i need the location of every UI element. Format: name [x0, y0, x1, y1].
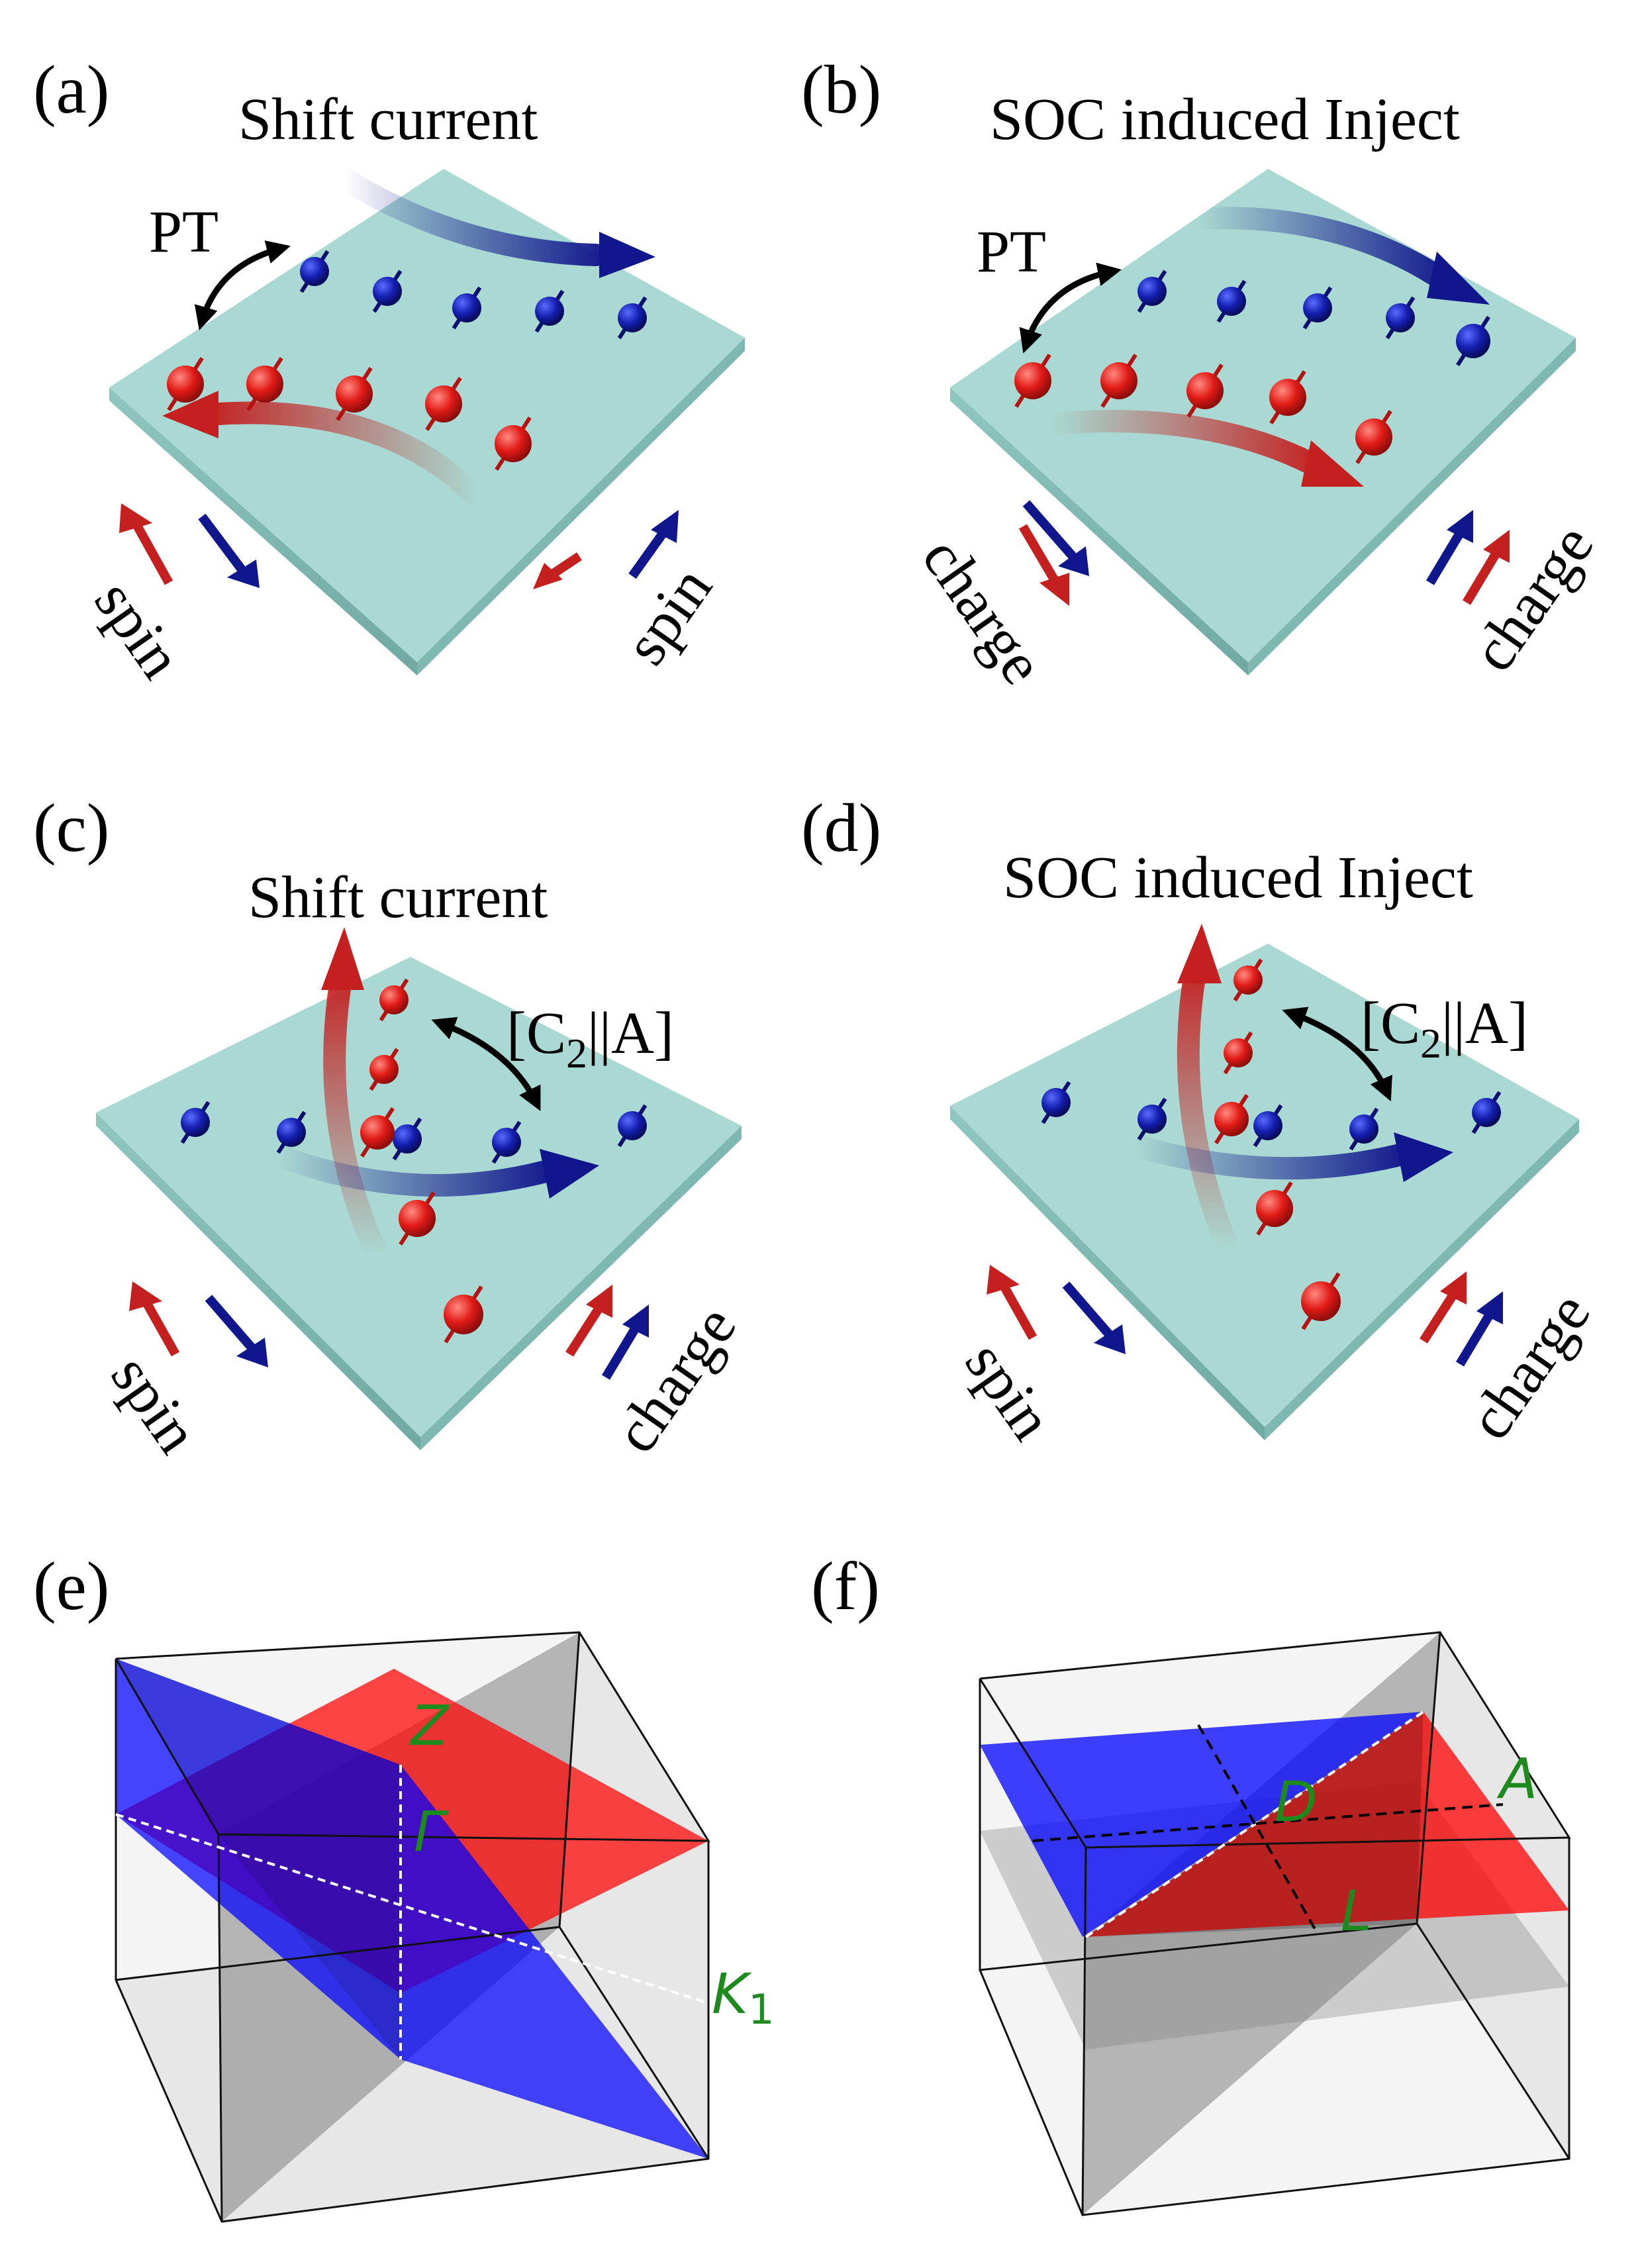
- spin-down-electrons: [1137, 270, 1490, 367]
- panel-d-left-label: spin: [953, 1330, 1067, 1452]
- panel-a-right-label: spin: [611, 554, 725, 676]
- panel-f-label: (f): [811, 1548, 880, 1624]
- panel-b-label: (b): [801, 52, 881, 128]
- spin-up-electrons: [1214, 958, 1341, 1330]
- panel-d-label: (d): [801, 790, 881, 866]
- panel-c-label: (c): [33, 790, 109, 866]
- box-edges: [115, 1631, 710, 2223]
- panel-a-left-label: spin: [82, 568, 196, 690]
- panel-f: (f) D A L: [811, 1548, 1571, 2216]
- point-z: Z: [409, 1693, 450, 1758]
- pt-label: PT: [149, 199, 218, 265]
- blue-arrowhead: [599, 232, 655, 278]
- c2a-label: [C2||A]: [507, 1001, 674, 1077]
- blue-current-arrow: [1187, 207, 1451, 289]
- panel-d-right-label: charge: [1455, 1281, 1603, 1452]
- blue-arrowhead: [1427, 252, 1490, 305]
- c2a-double-arrow: [1282, 1007, 1392, 1102]
- right-current-arrows: [565, 1285, 649, 1380]
- spin-up-electrons: [1014, 354, 1392, 464]
- pt-double-arrow: [1019, 262, 1122, 354]
- box-edges: [979, 1631, 1571, 2216]
- blue-arrowhead: [1394, 1132, 1453, 1182]
- c2a-double-arrow: [431, 1016, 541, 1111]
- panel-a-label: (a): [33, 52, 109, 128]
- red-current-arrow: [323, 969, 389, 1266]
- panel-e-label: (e): [33, 1548, 109, 1624]
- blue-current-arrow: [267, 1144, 554, 1197]
- panel-b-title: SOC induced Inject: [990, 87, 1460, 152]
- left-current-arrows: [119, 503, 260, 588]
- right-current-arrows: [533, 510, 679, 589]
- diagonal-dashed-line: [1085, 1710, 1425, 1938]
- slab: [950, 944, 1579, 1440]
- panel-b-right-label: charge: [1459, 513, 1606, 683]
- point-l: L: [1341, 1879, 1372, 1944]
- left-current-arrows: [1018, 500, 1089, 606]
- panel-c-left-label: spin: [99, 1343, 213, 1465]
- red-arrowhead: [321, 927, 364, 990]
- red-arrowhead: [162, 391, 218, 438]
- horizontal-dashed-line: [1032, 1803, 1504, 1842]
- spin-up-electrons: [360, 978, 483, 1344]
- red-arrowhead: [1177, 924, 1222, 983]
- red-current-arrow: [207, 401, 488, 508]
- panel-e: (e) Z Γ K1: [33, 1548, 775, 2223]
- red-current-arrow: [1177, 962, 1239, 1259]
- slab: [96, 957, 742, 1450]
- pt-double-arrow: [194, 240, 291, 330]
- left-current-arrows: [129, 1281, 268, 1367]
- point-a: A: [1496, 1746, 1537, 1811]
- right-current-arrows: [1425, 510, 1510, 605]
- blue-current-arrow: [1124, 1134, 1408, 1180]
- panel-b: (b) SOC induced Inject PT: [801, 52, 1606, 696]
- vertical-dashed-line: [1197, 1724, 1319, 1934]
- blue-arrowhead: [540, 1149, 599, 1199]
- panel-c-right-label: charge: [601, 1294, 749, 1465]
- panel-c: (c) Shift current [C2||A]: [33, 790, 749, 1465]
- left-current-arrows: [987, 1265, 1126, 1354]
- pt-label: PT: [977, 219, 1046, 285]
- panel-d-title: SOC induced Inject: [1003, 845, 1473, 911]
- spin-down-electrons: [299, 250, 648, 340]
- blue-plane: [980, 1712, 1424, 1937]
- spin-down-electrons: [180, 1101, 648, 1164]
- panel-c-title: Shift current: [248, 865, 548, 930]
- right-current-arrows: [1420, 1271, 1503, 1367]
- point-gamma: Γ: [414, 1799, 449, 1864]
- blue-current-arrow: [333, 168, 607, 266]
- panel-d: (d) SOC induced Inject [C2||A]: [801, 790, 1603, 1452]
- spin-down-electrons: [1041, 1081, 1502, 1151]
- red-plane: [1086, 1712, 1569, 1937]
- spin-up-electrons: [167, 357, 532, 471]
- point-d: D: [1275, 1769, 1318, 1834]
- horizontal-dashed-line: [115, 1813, 709, 2004]
- panel-a-title: Shift current: [238, 87, 538, 152]
- panel-a: (a) Shift current PT: [33, 52, 745, 690]
- red-arrowhead: [1301, 440, 1364, 487]
- c2a-label: [C2||A]: [1361, 991, 1528, 1067]
- red-current-arrow: [1041, 410, 1322, 475]
- point-k1: K1: [712, 1961, 775, 2034]
